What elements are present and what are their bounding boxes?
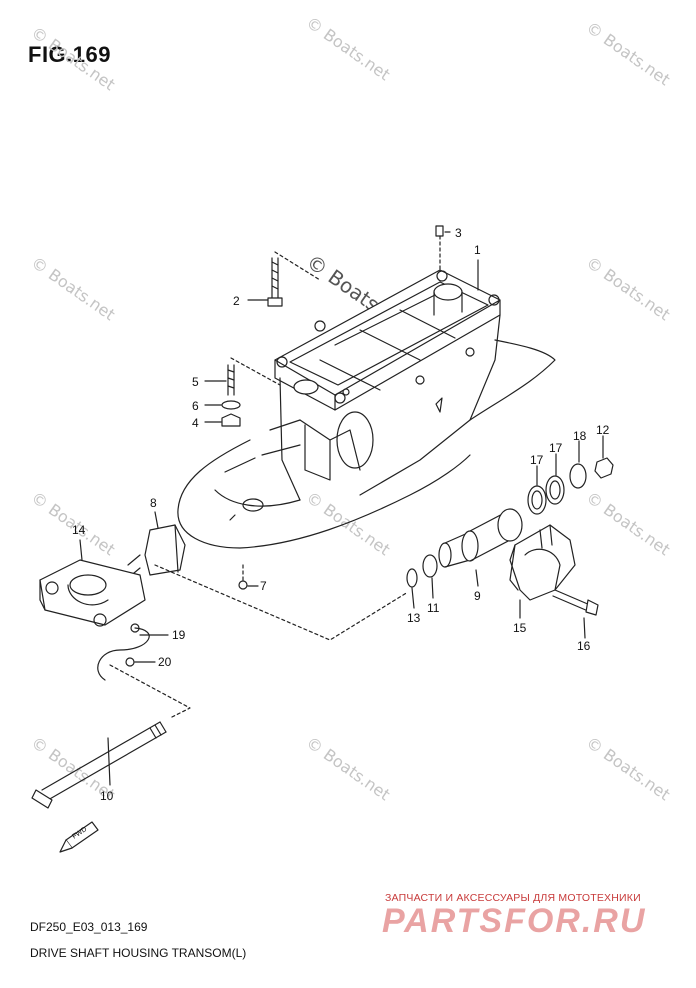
watermark: © Boats.net xyxy=(583,18,674,90)
figure-code: DF250_E03_013_169 xyxy=(30,920,148,934)
callout-17a: 17 xyxy=(530,453,544,467)
watermark: © Boats.net xyxy=(583,733,674,805)
watermark: © Boats.net xyxy=(583,253,674,325)
fwd-arrow-icon xyxy=(59,821,99,853)
watermark: © Boats.net xyxy=(303,488,394,560)
callout-labels: 1 2 3 4 5 6 7 8 9 10 11 12 13 14 15 16 1… xyxy=(71,226,609,841)
callout-12: 12 xyxy=(596,423,610,437)
callout-8: 8 xyxy=(150,496,157,510)
ad-tagline: ЗАПЧАСТИ И АКСЕССУАРЫ ДЛЯ МОТОТЕХНИКИ xyxy=(385,892,641,904)
bolt-part-16 xyxy=(552,589,599,616)
watermark: © Boats.net xyxy=(28,23,119,95)
nut-part-4 xyxy=(221,413,241,427)
bolt-part-2 xyxy=(267,257,283,307)
callout-2: 2 xyxy=(233,294,240,308)
figure-title: FIG.169 xyxy=(28,42,111,67)
stud-part-5 xyxy=(227,364,235,396)
callout-5: 5 xyxy=(192,375,199,389)
callout-10: 10 xyxy=(100,789,114,803)
washer-part-17b xyxy=(545,475,565,505)
washer-part-11 xyxy=(422,554,438,578)
grommet-part-8 xyxy=(127,524,186,579)
callout-19: 19 xyxy=(172,628,186,642)
washer-part-18 xyxy=(569,463,587,489)
callout-7: 7 xyxy=(260,579,267,593)
callout-15: 15 xyxy=(513,621,527,635)
figure-name: DRIVE SHAFT HOUSING TRANSOM(L) xyxy=(30,946,247,960)
washer-part-13 xyxy=(406,568,418,588)
drive-shaft-housing xyxy=(177,269,556,549)
callout-4: 4 xyxy=(192,416,199,430)
callout-9: 9 xyxy=(474,589,481,603)
screw-part-20 xyxy=(125,657,135,667)
ad-logo: PARTSFOR.RU xyxy=(382,902,647,940)
bolt-part-7 xyxy=(238,580,248,590)
watermark: © Boats.net xyxy=(303,13,394,85)
callout-13: 13 xyxy=(407,611,421,625)
callout-6: 6 xyxy=(192,399,199,413)
ground-wire-part-19 xyxy=(97,623,150,681)
callout-11: 11 xyxy=(427,601,440,615)
callout-14: 14 xyxy=(72,523,86,537)
washer-part-17a xyxy=(527,485,547,515)
watermark: © Boats.net xyxy=(583,488,674,560)
watermark: © Boats.net xyxy=(28,253,119,325)
bushing-part-9 xyxy=(438,508,523,568)
nut-part-12 xyxy=(594,457,614,479)
bracket-part-14 xyxy=(39,559,146,627)
callout-3: 3 xyxy=(455,226,462,240)
clamp-part-15 xyxy=(509,524,576,601)
watermark: © Boats.net xyxy=(303,733,394,805)
callout-18: 18 xyxy=(573,429,587,443)
callout-16: 16 xyxy=(577,639,591,653)
callout-1: 1 xyxy=(474,243,481,257)
watermark-layer: © Boats.net © Boats.net © Boats.net © Bo… xyxy=(28,13,674,805)
long-bolt-part-10 xyxy=(31,721,167,809)
callout-17b: 17 xyxy=(549,441,563,455)
washer-part-6 xyxy=(221,400,241,410)
callout-20: 20 xyxy=(158,655,172,669)
